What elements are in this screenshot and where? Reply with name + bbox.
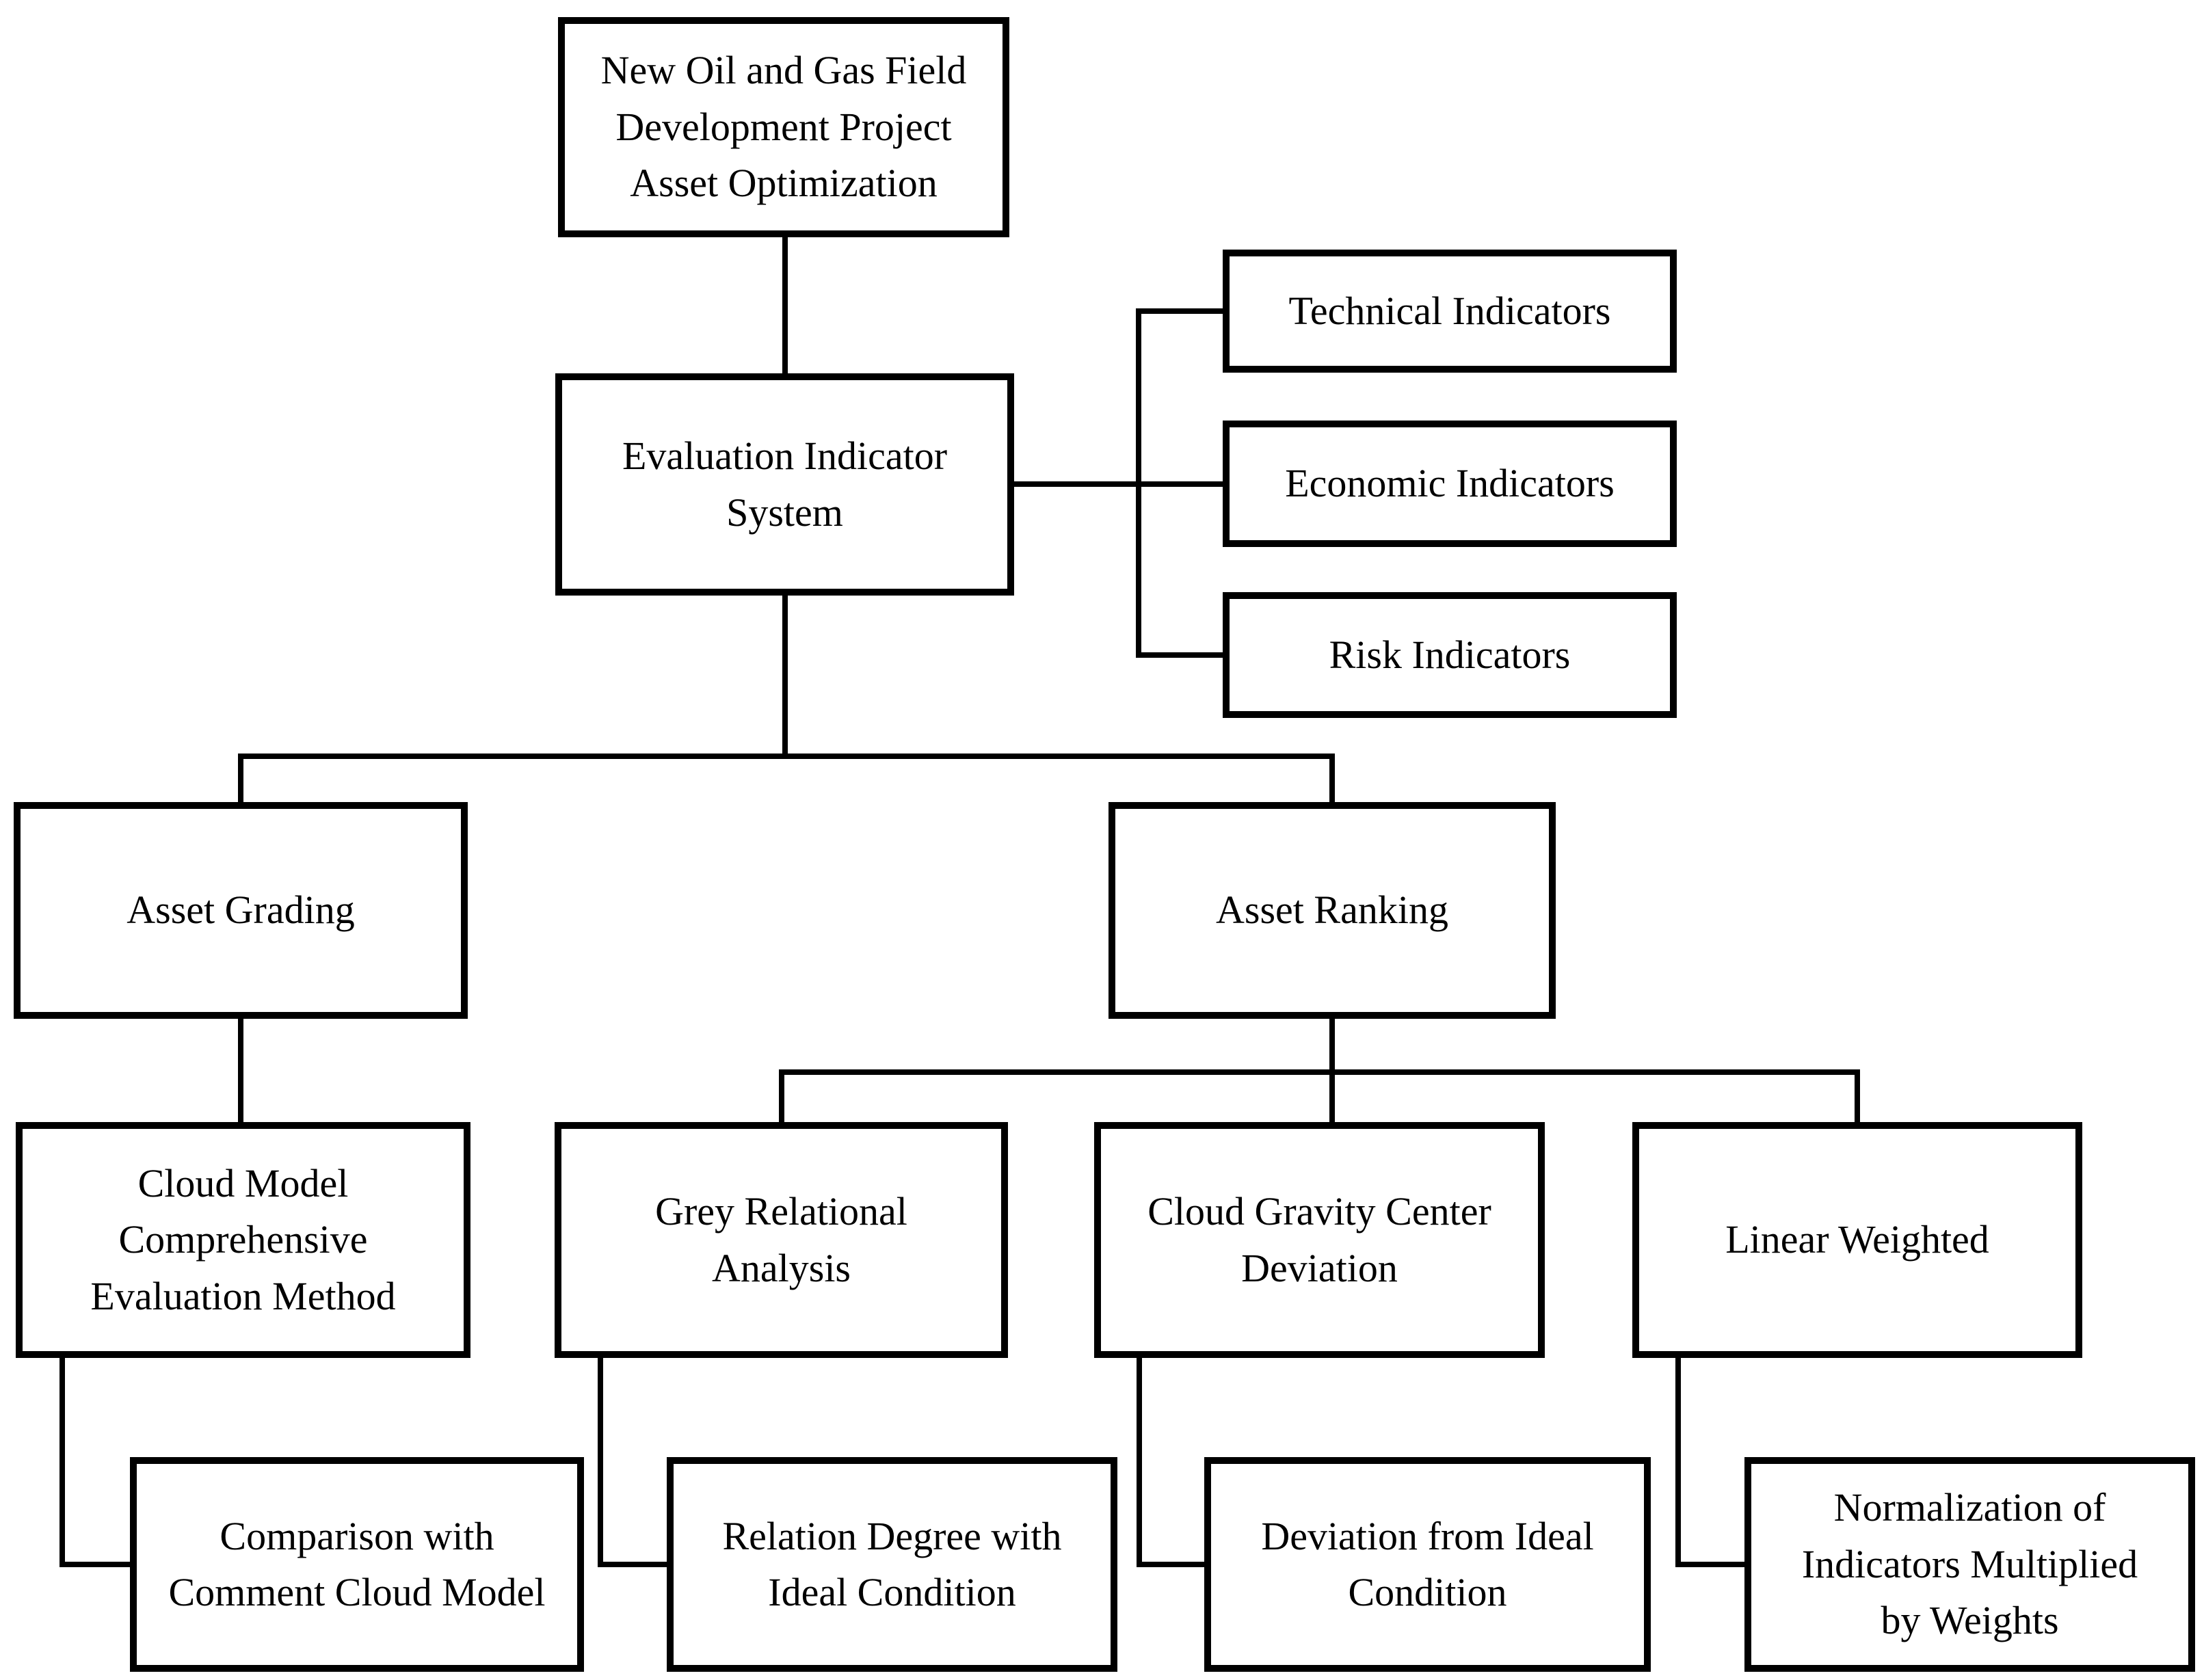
flow-node-project-label: New Oil and Gas Field Development Projec… [600, 48, 967, 206]
flow-node-technical: Technical Indicators [1223, 250, 1677, 373]
connector-grading-to-cloud-model-vline [238, 1019, 243, 1122]
flow-node-relation-degree-label: Relation Degree with Ideal Condition [722, 1513, 1062, 1614]
flow-node-grey-relational-label: Grey Relational Analysis [655, 1189, 907, 1290]
flow-node-grey-relational: Grey Relational Analysis [555, 1122, 1008, 1358]
connector-grey-relational-elbow-hline [598, 1562, 667, 1567]
flow-node-asset-ranking: Asset Ranking [1108, 802, 1556, 1019]
flow-node-cloud-model-label: Cloud Model Comprehensive Evaluation Met… [90, 1160, 396, 1318]
flow-node-linear-weighted-label: Linear Weighted [1725, 1217, 1989, 1262]
flow-node-evaluation-system-label: Evaluation Indicator System [622, 434, 948, 535]
flow-node-asset-grading-label: Asset Grading [127, 888, 355, 933]
connector-evaluation-to-economic-hline [1014, 481, 1223, 487]
flow-node-normalization: Normalization of Indicators Multiplied b… [1744, 1457, 2195, 1672]
connector-cloud-model-elbow-vline [59, 1358, 65, 1567]
connector-risk-stub-hline [1136, 652, 1223, 658]
flow-node-relation-degree: Relation Degree with Ideal Condition [667, 1457, 1117, 1672]
connector-cloud-gravity-elbow-vline [1137, 1358, 1142, 1567]
connector-project-to-evaluation-vline [782, 236, 788, 373]
flow-node-cloud-gravity: Cloud Gravity Center Deviation [1094, 1122, 1545, 1358]
connector-cloud-model-elbow-hline [59, 1562, 130, 1567]
connector-tier2-split-hline [779, 1069, 1860, 1075]
connector-indicators-branch-vline [1136, 308, 1141, 658]
flow-node-project: New Oil and Gas Field Development Projec… [558, 17, 1009, 237]
connector-grey-relational-elbow-vline [598, 1358, 603, 1567]
connector-tier1-split-hline [238, 754, 1335, 759]
flow-node-deviation-label: Deviation from Ideal Condition [1261, 1513, 1594, 1614]
flow-node-normalization-label: Normalization of Indicators Multiplied b… [1801, 1485, 2138, 1643]
connector-linear-weighted-drop-vline [1855, 1069, 1860, 1122]
connector-linear-weighted-elbow-hline [1675, 1562, 1744, 1567]
flow-node-comparison-label: Comparison with Comment Cloud Model [168, 1513, 546, 1614]
flow-node-deviation: Deviation from Ideal Condition [1204, 1457, 1651, 1672]
flow-node-technical-label: Technical Indicators [1288, 288, 1611, 333]
connector-linear-weighted-elbow-vline [1675, 1358, 1681, 1567]
flow-node-economic-label: Economic Indicators [1285, 461, 1615, 506]
flow-node-asset-ranking-label: Asset Ranking [1216, 888, 1448, 933]
flow-node-risk: Risk Indicators [1223, 592, 1677, 718]
flow-node-risk-label: Risk Indicators [1329, 632, 1571, 677]
connector-asset-ranking-drop-vline [1329, 754, 1335, 802]
flow-node-asset-grading: Asset Grading [14, 802, 468, 1019]
flow-node-cloud-model: Cloud Model Comprehensive Evaluation Met… [16, 1122, 470, 1358]
flow-node-cloud-gravity-label: Cloud Gravity Center Deviation [1147, 1189, 1491, 1290]
connector-evaluation-to-split-vline [782, 596, 788, 759]
connector-asset-grading-drop-vline [238, 754, 243, 802]
flow-node-comparison: Comparison with Comment Cloud Model [130, 1457, 584, 1672]
flow-node-evaluation-system: Evaluation Indicator System [555, 373, 1014, 596]
connector-technical-stub-hline [1136, 308, 1223, 314]
connector-grey-relational-drop-vline [779, 1069, 784, 1122]
connector-cloud-gravity-elbow-hline [1137, 1562, 1204, 1567]
flow-node-linear-weighted: Linear Weighted [1632, 1122, 2082, 1358]
flow-node-economic: Economic Indicators [1223, 421, 1677, 547]
